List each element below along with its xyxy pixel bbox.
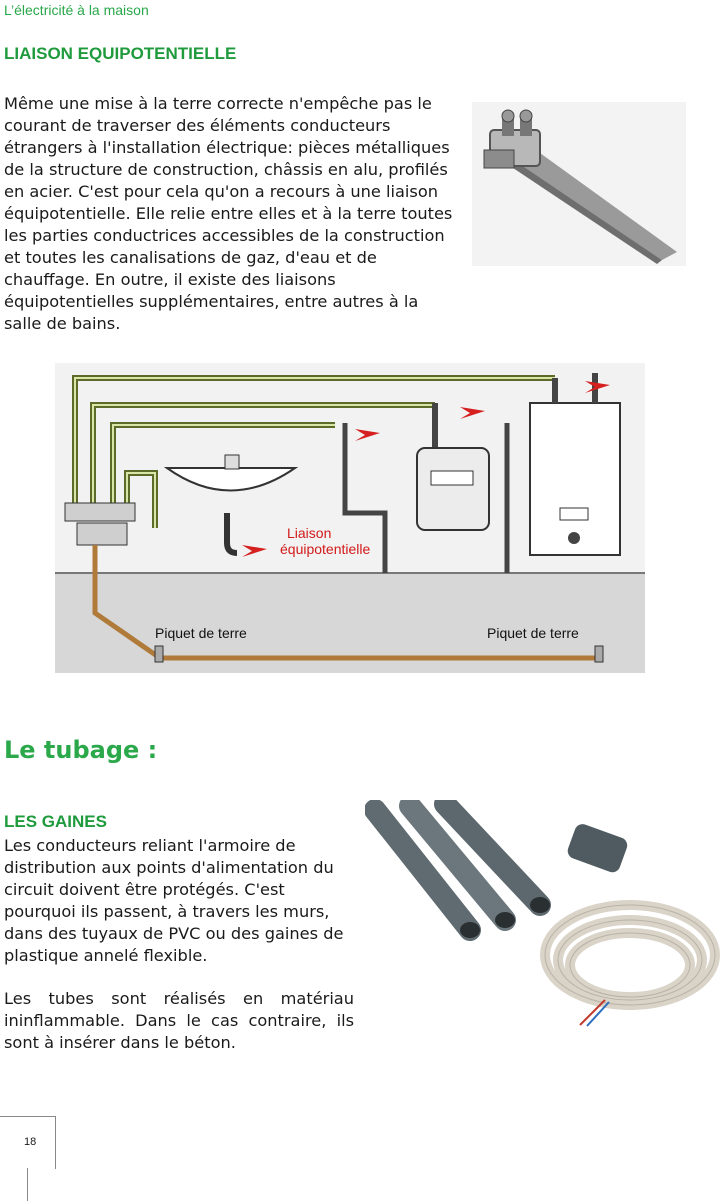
page-number: 18 xyxy=(24,1136,37,1148)
document-header: L’électricité à la maison xyxy=(4,2,149,18)
earth-clamp-image xyxy=(472,102,686,266)
paragraph-liaison: Même une mise à la terre correcte n'empê… xyxy=(4,94,453,333)
diagram-label-piquet-left: Piquet de terre xyxy=(155,625,247,641)
section-heading-gaines: LES GAINES xyxy=(4,812,107,831)
diagram-label-piquet-right: Piquet de terre xyxy=(487,625,579,641)
equipotential-diagram: Liaison équipotentielle Piquet de terre … xyxy=(55,363,645,673)
page-number-box xyxy=(0,1116,56,1169)
paragraph-gaines-2: Les tubes sont réalisés en matériau inin… xyxy=(4,989,354,1052)
section-heading-liaison: LIAISON EQUIPOTENTIELLE xyxy=(4,44,237,63)
page-divider xyxy=(27,1168,28,1201)
section-heading-tubage: Le tubage : xyxy=(4,736,158,764)
diagram-label-liaison-1: Liaison xyxy=(287,525,331,541)
pvc-tubes-image xyxy=(365,800,720,1030)
paragraph-gaines-1: Les conducteurs reliant l'armoire de dis… xyxy=(4,836,344,965)
diagram-label-liaison-2: équipotentielle xyxy=(280,541,371,557)
